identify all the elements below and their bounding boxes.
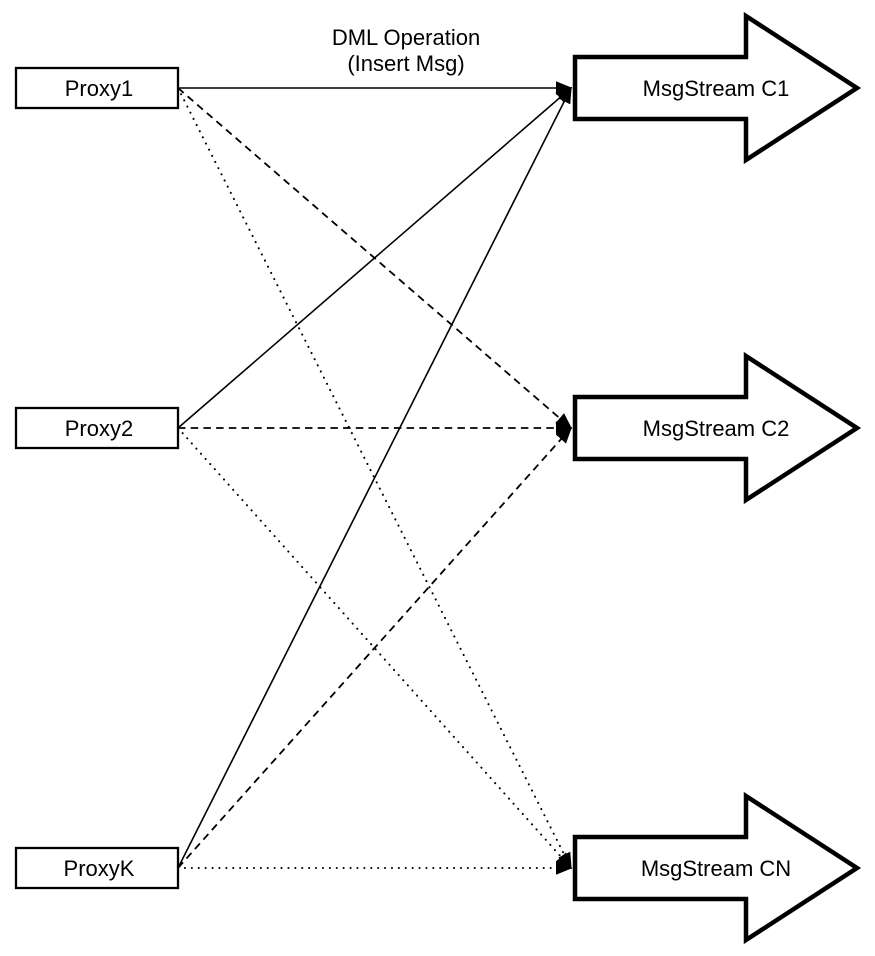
dml-annotation: DML Operation (Insert Msg) — [332, 25, 480, 76]
edge-proxy1-c2 — [177, 87, 573, 429]
proxy-label-1: Proxy1 — [65, 76, 133, 101]
stream-label-c2: MsgStream C2 — [643, 416, 790, 441]
proxy-nodes: Proxy1 Proxy2 ProxyK — [14, 66, 180, 890]
dml-annotation-line2: (Insert Msg) — [347, 51, 464, 76]
proxy-box-1 — [14, 66, 180, 110]
proxy-box-2 — [14, 406, 180, 450]
stream-label-cn: MsgStream CN — [641, 856, 791, 881]
edge-proxy1-cn — [177, 87, 572, 870]
proxy-box-k — [14, 846, 180, 890]
edges-layer — [177, 81, 573, 875]
stream-arrow-c2 — [572, 351, 862, 505]
edge-proxyk-c2 — [177, 426, 572, 869]
dml-annotation-line1: DML Operation — [332, 25, 480, 50]
stream-arrow-cn — [572, 791, 862, 945]
stream-nodes: MsgStream C1 MsgStream C2 MsgStream CN — [572, 11, 862, 945]
stream-label-c1: MsgStream C1 — [643, 76, 790, 101]
proxy-label-2: Proxy2 — [65, 416, 133, 441]
edge-proxyk-c1 — [177, 86, 572, 869]
stream-arrow-c1 — [572, 11, 862, 165]
proxy-label-k: ProxyK — [64, 856, 135, 881]
